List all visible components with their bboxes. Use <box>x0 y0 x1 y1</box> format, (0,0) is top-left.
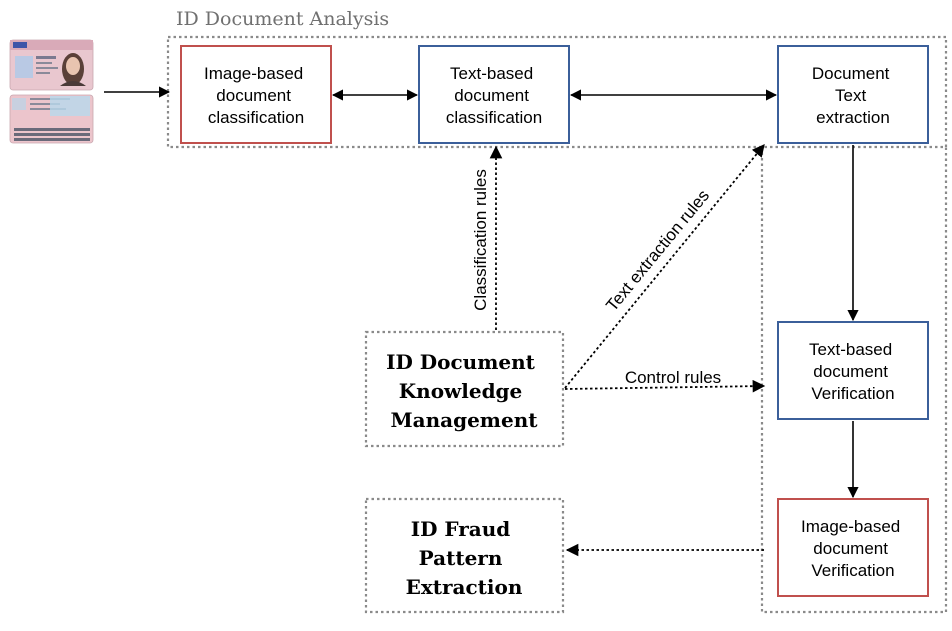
svg-text:Document Text extr: Document Text extraction <box>812 64 894 127</box>
id-card-back-image <box>9 94 94 144</box>
svg-text:Image-based document: Image-based document classification <box>204 64 308 127</box>
arrow-text-extraction-rules <box>564 144 765 389</box>
box-fraud-pattern-extraction: ID Fraud Pattern Extraction <box>364 497 565 614</box>
box-image-based-classification: Image-based document classification <box>180 45 332 144</box>
arrow-control-rules <box>564 379 766 393</box>
svg-text:ID Fraud Pattern E: ID Fraud Pattern Extraction <box>406 517 523 599</box>
box-text-based-classification: Text-based document classification <box>418 45 570 144</box>
svg-text:ID Document Knowledge: ID Document Knowledge Management <box>386 350 542 432</box>
label-text-extraction-rules: Text extraction rules <box>602 186 713 315</box>
analysis-group-border <box>166 35 948 149</box>
svg-text:Text-based document: Text-based document Verification <box>809 340 897 403</box>
box-text-based-verification: Text-based document Verification <box>777 321 929 420</box>
label-classification-rules: Classification rules <box>471 169 490 311</box>
box-knowledge-management: ID Document Knowledge Management <box>364 330 565 448</box>
verification-group-border <box>760 147 948 614</box>
box-image-based-verification: Image-based document Verification <box>777 498 929 597</box>
svg-text:Text-based document: Text-based document classification <box>446 64 542 127</box>
svg-text:Image-based document: Image-based document Verification <box>801 517 905 580</box>
id-card-front-image <box>9 39 94 91</box>
diagram-title: ID Document Analysis <box>176 8 389 30</box>
box-document-text-extraction: Document Text extraction <box>777 45 929 144</box>
label-control-rules: Control rules <box>625 368 721 387</box>
